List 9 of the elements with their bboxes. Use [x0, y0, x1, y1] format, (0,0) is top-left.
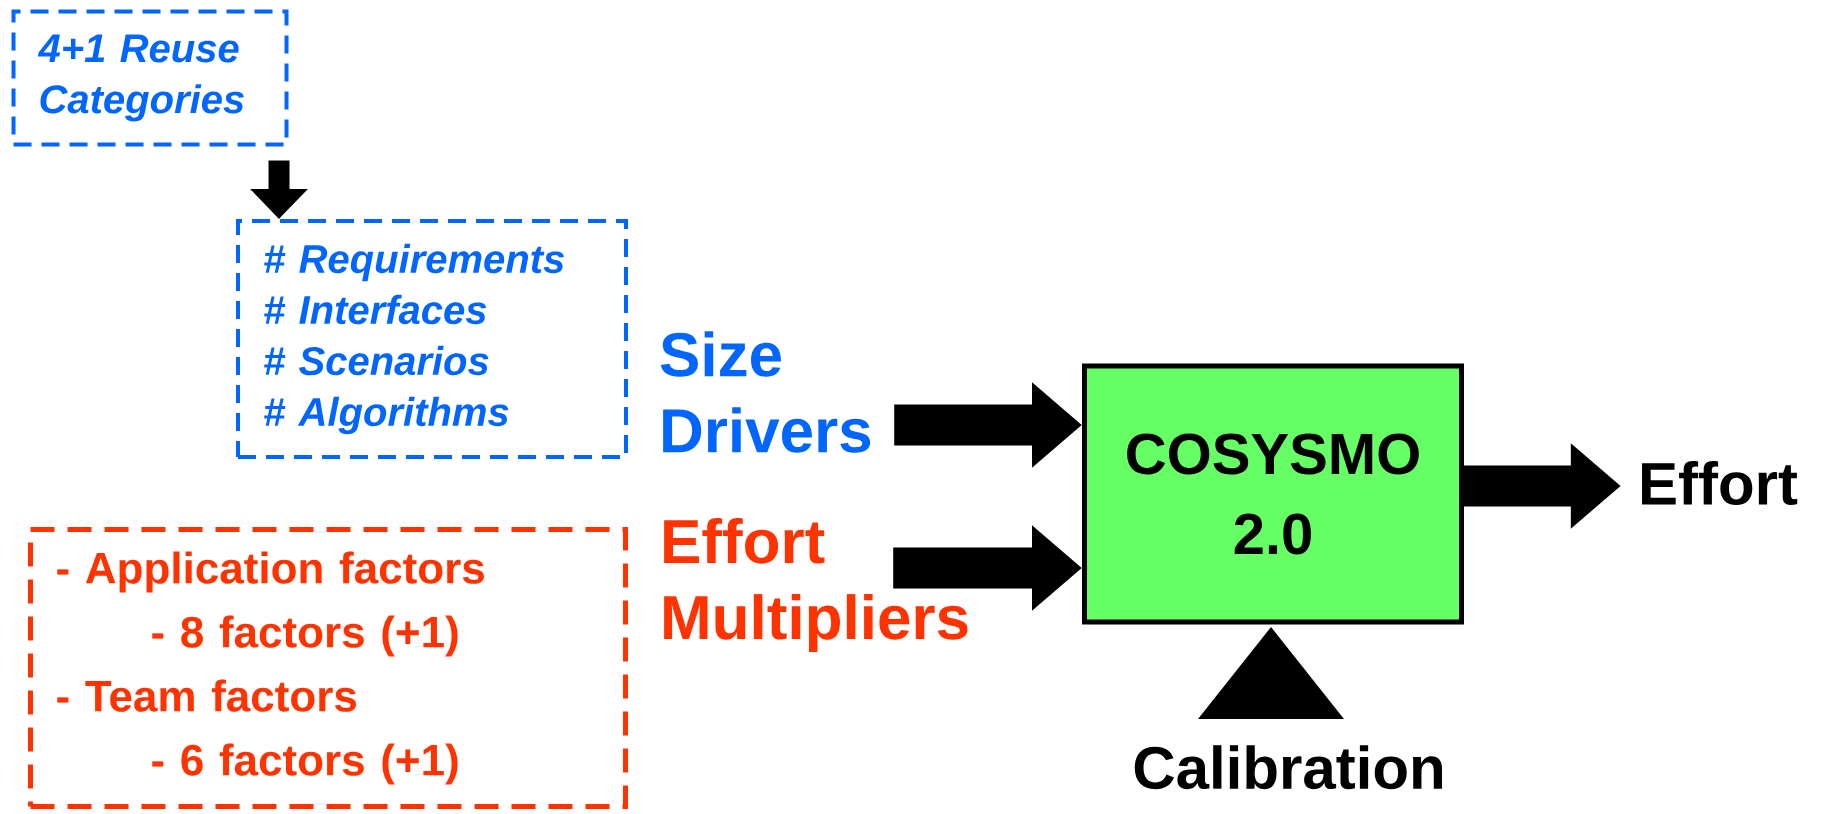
- size-drivers-label: Size Drivers: [660, 331, 871, 453]
- dashed-box: 4+1 Reuse Categories: [11, 9, 289, 147]
- effort-multipliers-label: Effort Multipliers: [664, 518, 968, 652]
- dashed-box: - Application factors - 8 factors (+1) - Team factors - 6 factors (+1): [28, 527, 628, 809]
- calibration-label: Calibration: [1134, 745, 1442, 790]
- dashed-box: # Requirements # Interfaces # Scenarios # Algorithms: [236, 219, 628, 459]
- effort-label: Effort: [1642, 460, 1798, 505]
- triangle: [1198, 627, 1344, 719]
- model-box: COSYSMO 2.0: [1082, 363, 1464, 625]
